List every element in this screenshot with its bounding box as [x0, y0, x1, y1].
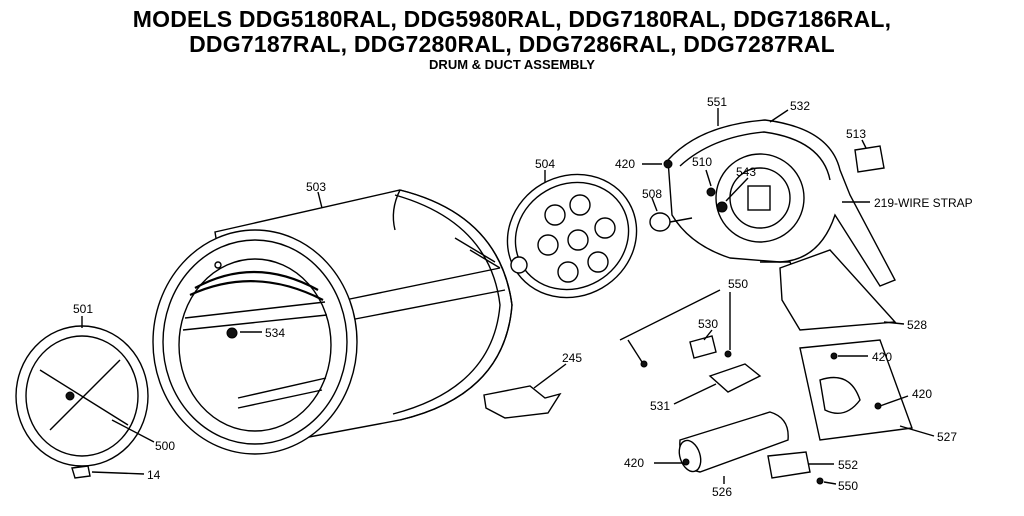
diagram-title-line-1: MODELS DDG5180RAL, DDG5980RAL, DDG7180RA… — [132, 6, 892, 32]
screw-550-left — [627, 339, 643, 363]
front-ring-501 — [15, 325, 149, 467]
label-508: 508 — [642, 187, 662, 201]
drum-503 — [152, 189, 513, 455]
thermostat-530 — [689, 335, 717, 359]
label-550-top: 550 — [728, 277, 748, 291]
part-14-clip — [71, 465, 91, 479]
label-510: 510 — [692, 155, 712, 169]
label-532: 532 — [790, 99, 810, 113]
clip-513 — [854, 145, 885, 173]
label-504: 504 — [535, 157, 555, 171]
duct-528 — [779, 249, 897, 331]
label-245: 245 — [562, 351, 582, 365]
label-527: 527 — [937, 430, 957, 444]
label-550-bottom: 550 — [838, 479, 858, 493]
label-219-wire-strap: 219-WIRE STRAP — [874, 196, 973, 210]
label-500: 500 — [155, 439, 175, 453]
label-420-top: 420 — [615, 157, 635, 171]
blower-housing-532 — [667, 119, 896, 287]
label-501: 501 — [73, 302, 93, 316]
screw-550-mid — [724, 350, 732, 358]
label-552: 552 — [838, 458, 858, 472]
bracket-245 — [483, 385, 562, 419]
label-420-bottom: 420 — [624, 456, 644, 470]
label-531: 531 — [650, 399, 670, 413]
label-420-lower: 420 — [912, 387, 932, 401]
bearing-508 — [649, 212, 671, 232]
label-528: 528 — [907, 318, 927, 332]
igniter-552 — [767, 451, 811, 479]
bracket-531 — [708, 363, 762, 393]
label-513: 513 — [846, 127, 866, 141]
label-551: 551 — [707, 95, 727, 109]
screw-420-top — [663, 159, 673, 169]
leader-lines — [81, 108, 935, 485]
label-503: 503 — [306, 180, 326, 194]
screw-510 — [706, 187, 716, 197]
label-14: 14 — [147, 468, 161, 482]
label-420-right: 420 — [872, 350, 892, 364]
label-526: 526 — [712, 485, 732, 499]
burner-tube-526 — [678, 411, 789, 473]
label-543: 543 — [736, 165, 756, 179]
label-534: 534 — [265, 326, 285, 340]
diagram-subtitle: DRUM & DUCT ASSEMBLY — [429, 57, 595, 72]
drum-rear-cover-504 — [506, 173, 638, 299]
diagram-title-line-2: DDG7187RAL, DDG7280RAL, DDG7286RAL, DDG7… — [189, 31, 835, 57]
label-530: 530 — [698, 317, 718, 331]
